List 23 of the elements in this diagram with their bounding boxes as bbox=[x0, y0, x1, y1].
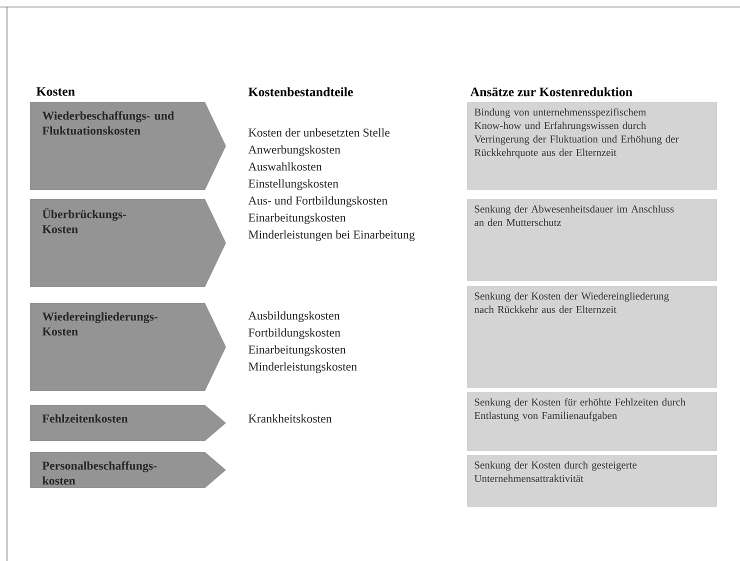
list-item: Minderleistungskosten bbox=[248, 362, 357, 374]
chevron-box: Fehlzeitenkosten bbox=[30, 405, 226, 441]
measure-box: Senkung der Kosten durch gesteigerte Unternehmensattraktivität bbox=[467, 455, 717, 507]
list-item: Einarbeitungskosten bbox=[248, 213, 346, 224]
measure-box: Senkung der Kosten der Wiedereingliederung nach Rückkehr aus der Elternzeit bbox=[467, 286, 717, 388]
list-item: Einarbeitungskosten bbox=[248, 345, 346, 356]
list-item: Anwerbungskosten bbox=[248, 145, 340, 156]
chevron-box: Wiedereingliederungs- Kosten bbox=[30, 303, 226, 391]
list-item: Kosten der unbesetzten Stelle bbox=[248, 128, 390, 137]
chevron-box: Überbrückungs- Kosten bbox=[30, 199, 226, 287]
list-item: Auswahlkosten bbox=[248, 162, 322, 171]
list-item: Minderleistungen bei Einarbeitung bbox=[248, 230, 415, 242]
list-item: Aus- und Fortbildungskosten bbox=[248, 196, 388, 208]
list-item: Krankheitskosten bbox=[248, 414, 332, 423]
chevron-box: Wiederbeschaffungs- und Fluktuationskosten bbox=[30, 102, 226, 190]
list-item: Einstellungskosten bbox=[248, 179, 338, 190]
measure-box: Senkung der Kosten für erhöhte Fehlzeiten durch Entlastung von Familienaufgaben bbox=[467, 392, 717, 451]
measure-box: Senkung der Abwesenheitsdauer im Anschluss an den Mutterschutz bbox=[467, 199, 717, 281]
chevron-box: Personalbeschaffungs- kosten bbox=[30, 452, 226, 488]
list-item: Ausbildungskosten bbox=[248, 311, 340, 322]
list-item: Fortbildungskosten bbox=[248, 328, 340, 340]
measure-box: Bindung von unternehmensspezifischem Know-how und Erfahrungswissen durch Verringerung der Fluktuation und Erhöhung der Rückkehrquote aus der Elternzeit bbox=[467, 102, 717, 190]
column-heading: Kostenbestandteile bbox=[248, 87, 353, 96]
